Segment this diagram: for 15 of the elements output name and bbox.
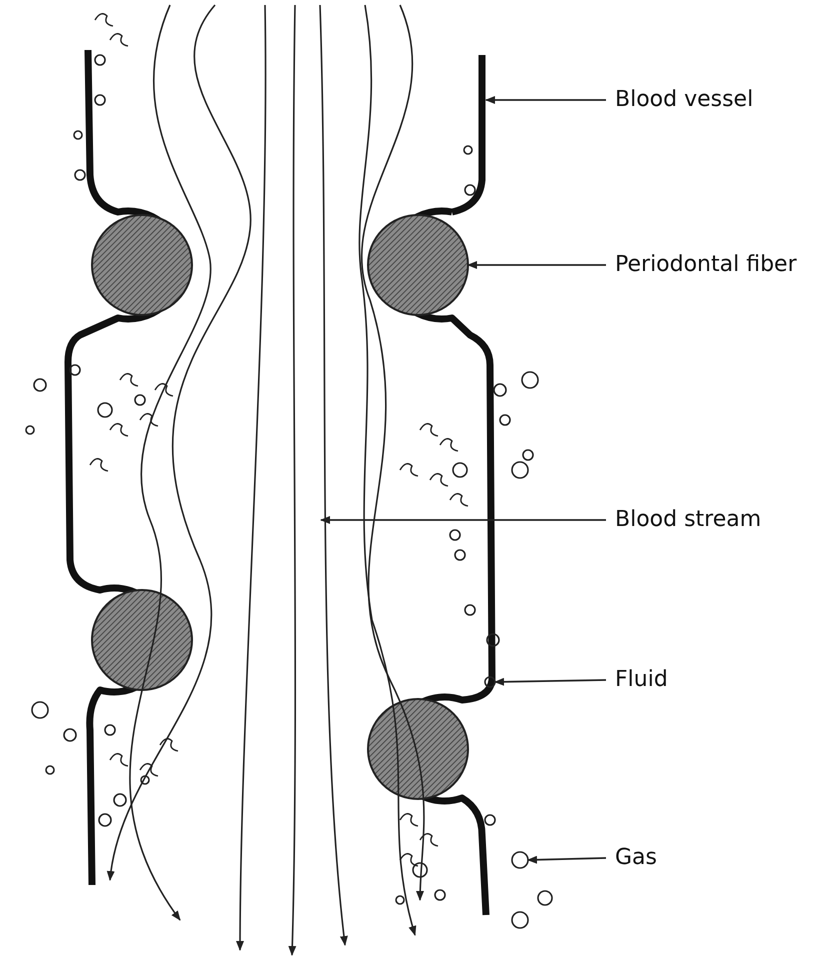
leader-arrow xyxy=(320,516,606,524)
vessel-wall xyxy=(451,55,486,216)
flow-line xyxy=(319,4,348,946)
leader-arrow xyxy=(494,678,606,686)
part-label: Fluid xyxy=(615,667,668,693)
leader-arrow xyxy=(467,261,606,269)
leader-arrow xyxy=(485,96,606,104)
gas-bubble xyxy=(511,851,529,869)
part-label: Blood vessel xyxy=(615,87,754,113)
leader-arrow xyxy=(527,856,606,864)
part-label: Periodontal fiber xyxy=(615,252,797,278)
fiber-circle xyxy=(367,214,469,316)
part-label: Blood stream xyxy=(615,507,762,533)
fluid-droplet xyxy=(484,676,496,688)
part-label: Gas xyxy=(615,845,657,871)
